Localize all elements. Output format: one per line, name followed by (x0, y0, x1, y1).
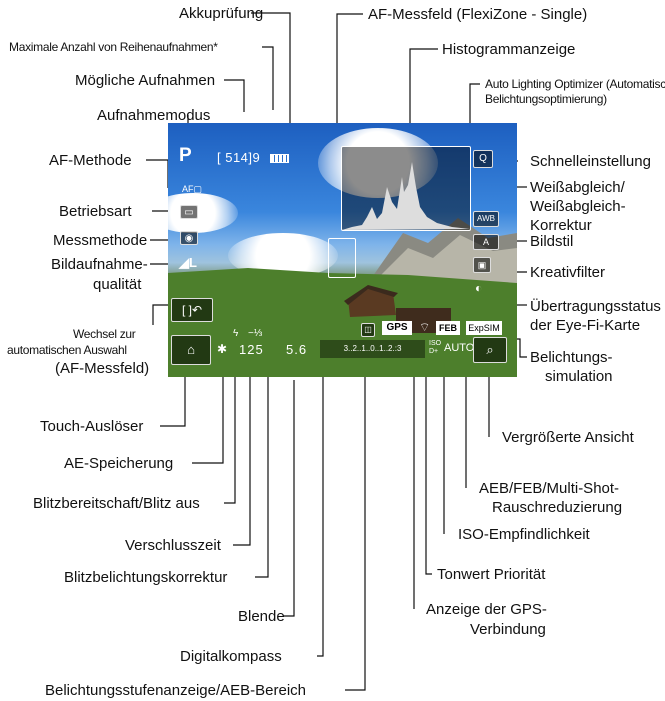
label-iso: ISO-Empfindlichkeit (458, 526, 590, 543)
touch-shutter-button[interactable]: ⌂ (171, 335, 211, 365)
camera-screen: P AF▢ [ 514]9 ▭ ◉ ◢L [ ]↶ ⌂ ✱ ϟ −⅓ 125 5… (168, 123, 517, 377)
battery-icon (270, 154, 289, 163)
eye-fi-icon: ⌔ (419, 320, 431, 334)
label-aeb-1: AEB/FEB/Multi-Shot- (479, 480, 620, 497)
leader-af-methode (146, 159, 169, 188)
label-gps-1: Anzeige der GPS- (426, 601, 547, 618)
label-bildqualitaet-1: Bildaufnahme- (51, 256, 148, 273)
label-eyefi-2: der Eye-Fi-Karte (530, 317, 641, 334)
drive-mode-icon: ▭ (180, 205, 198, 219)
label-wechsel-1: Wechsel zur (73, 327, 136, 341)
af-method: AF▢ (182, 184, 203, 194)
label-kreativ: Kreativfilter (530, 264, 606, 281)
iso-value: AUTO (444, 342, 475, 354)
label-bildqualitaet-2: qualität (93, 276, 142, 293)
label-betriebsart: Betriebsart (59, 203, 132, 220)
iso-tag: ISO D+ (429, 340, 442, 355)
exp-sim-badge: ExpSIM (466, 321, 502, 335)
flash-ready-icon: ϟ (233, 328, 239, 339)
label-sim-2: simulation (545, 368, 613, 385)
picture-style-icon: A (473, 234, 499, 250)
leader-max-reihen (262, 46, 274, 110)
ae-lock-icon: ✱ (217, 342, 228, 356)
leader-akkupruefung (251, 12, 291, 162)
label-belichtungsstufe: Belichtungsstufenanzeige/AEB-Bereich (45, 682, 306, 699)
label-gps-2: Verbindung (470, 621, 546, 638)
label-max-reihen: Maximale Anzahl von Reihenaufnahmen* (9, 40, 218, 54)
label-moegliche: Mögliche Aufnahmen (75, 72, 216, 89)
compass-icon: ◫ (361, 323, 375, 337)
label-digitalkompass: Digitalkompass (180, 648, 282, 665)
label-aeb-2: Rauschreduzierung (492, 499, 623, 516)
label-messmethode: Messmethode (53, 232, 148, 249)
shutter-speed: 125 (239, 342, 264, 357)
af-point-frame[interactable] (328, 238, 356, 278)
label-bildstil: Bildstil (530, 233, 574, 250)
label-weiss-2: Weißabgleich- (530, 198, 626, 215)
label-eyefi-1: Übertragungsstatus (530, 298, 661, 315)
label-histogramm: Histogrammanzeige (442, 41, 576, 58)
quick-control-button[interactable]: Q (473, 150, 493, 168)
af-switch-button[interactable]: [ ]↶ (171, 298, 213, 322)
histogram (341, 146, 471, 231)
label-sim-1: Belichtungs- (530, 349, 613, 366)
aperture: 5.6 (286, 342, 308, 357)
image-quality-icon: ◢L (179, 255, 197, 270)
white-balance-icon: AWB (473, 211, 499, 227)
cloud (168, 193, 238, 233)
label-weiss-3: Korrektur (530, 217, 592, 234)
label-wechsel-3: (AF-Messfeld) (55, 360, 150, 377)
flash-comp-value: −⅓ (248, 328, 263, 339)
label-weiss-1: Weißabgleich/ (530, 179, 625, 196)
label-af-methode: AF-Methode (49, 152, 132, 169)
gps-badge: GPS (382, 321, 412, 335)
label-wechsel-2: automatischen Auswahl (7, 343, 127, 357)
shots-remaining: [ 514]9 (217, 150, 261, 165)
label-aufnahmemodus: Aufnahmemodus (97, 107, 211, 124)
leader-histogramm (409, 48, 438, 140)
alo-icon: ▣ (473, 257, 491, 273)
histogram-graph (342, 162, 470, 230)
label-vergroessert: Vergrößerte Ansicht (502, 429, 634, 446)
label-alo-2: Belichtungsoptimierung) (485, 92, 607, 106)
label-blende: Blende (238, 608, 285, 625)
label-schnell: Schnelleinstellung (530, 153, 651, 170)
leader-moegliche (224, 79, 245, 112)
shooting-mode: P (179, 145, 192, 166)
feb-badge: FEB (436, 321, 460, 335)
label-verschlusszeit: Verschlusszeit (125, 537, 221, 554)
magnify-button[interactable]: ⌕ (473, 337, 507, 363)
metering-icon: ◉ (180, 231, 198, 245)
label-alo-1: Auto Lighting Optimizer (Automatische (485, 77, 665, 91)
label-af-messfeld: AF-Messfeld (FlexiZone - Single) (368, 6, 588, 23)
label-touch: Touch-Auslöser (40, 418, 144, 435)
label-blitzkorrektur: Blitzbelichtungskorrektur (64, 569, 228, 586)
label-akkupruefung: Akkuprüfung (179, 5, 264, 22)
exposure-level-scale: 3..2..1..0..1..2.:3 (320, 340, 425, 358)
label-ae-speicherung: AE-Speicherung (64, 455, 174, 472)
label-blitzbereitschaft: Blitzbereitschaft/Blitz aus (33, 495, 200, 512)
cloud (318, 128, 438, 198)
label-tonwert: Tonwert Priorität (437, 566, 546, 583)
landscape (168, 218, 517, 377)
creative-filter-icon: ◐ (475, 281, 483, 295)
